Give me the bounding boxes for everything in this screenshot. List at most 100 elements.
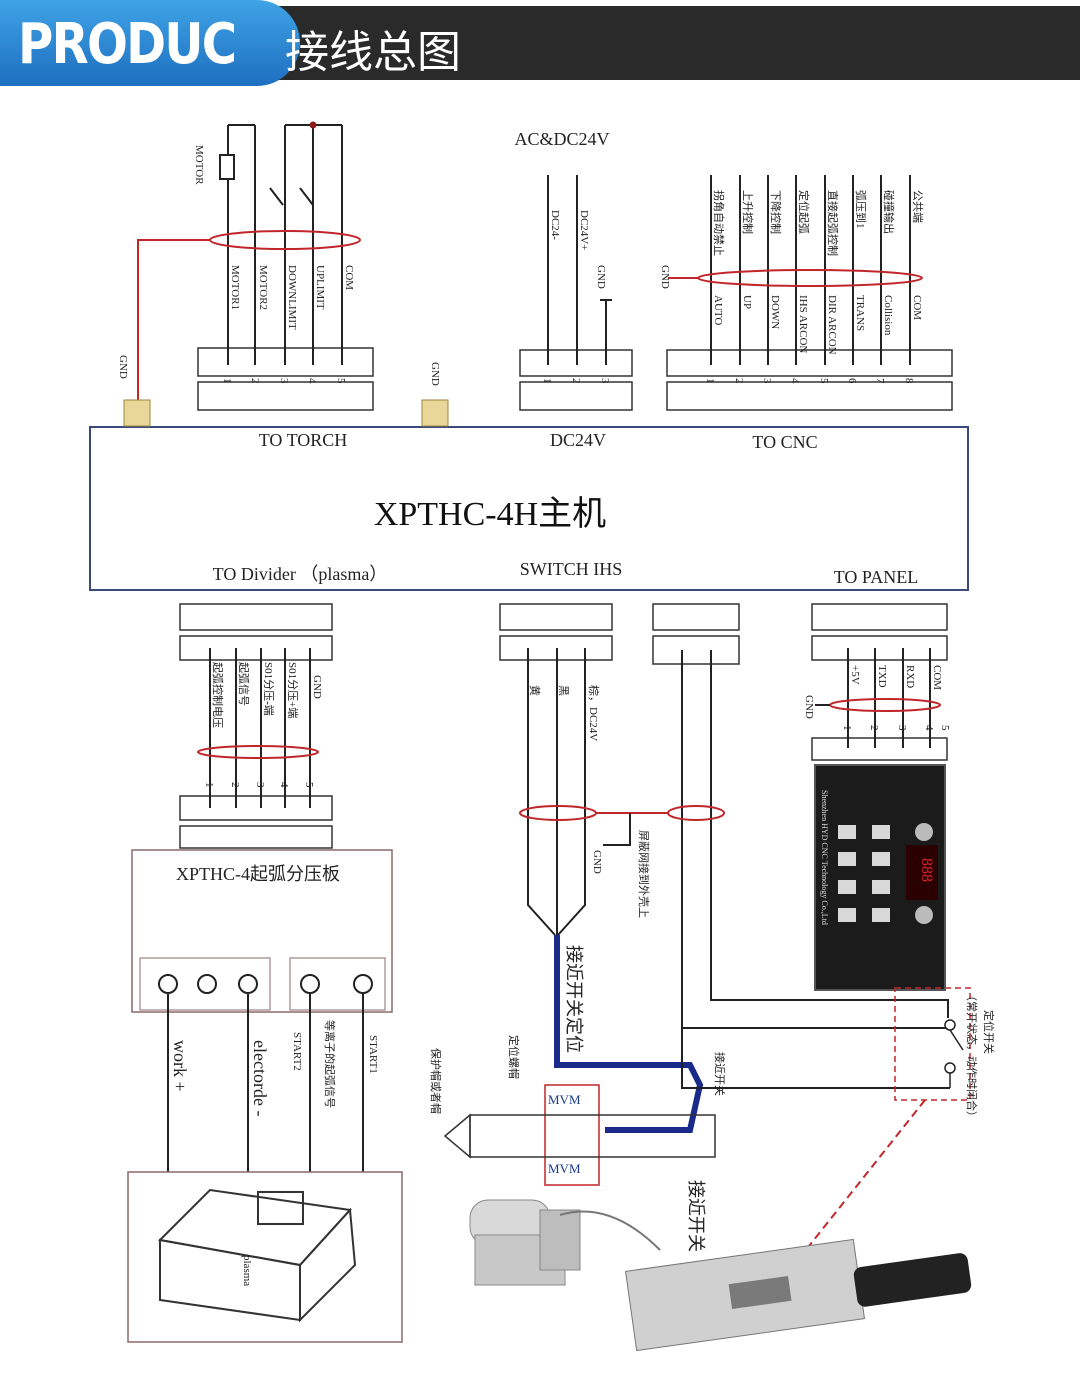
cnc-pin-1: 1 xyxy=(704,378,716,384)
locator-switch-note: （常开状态，动作时闭合） xyxy=(965,990,979,1122)
divider-wire-3: S01分压-端 xyxy=(262,662,275,716)
cnc-wire-1: AUTO xyxy=(712,295,724,325)
power-wire-label-2: DC24V+ xyxy=(578,210,590,250)
cnc-wire-3: DOWN xyxy=(769,295,781,329)
banner-dark-band xyxy=(200,6,1080,80)
divider-wire-5: GND xyxy=(311,675,323,699)
divider-pin-5: 5 xyxy=(303,782,315,788)
torch-lifter-sketch xyxy=(469,1199,972,1352)
panel-wire-4: COM xyxy=(931,665,943,690)
cnc-pin-8: 8 xyxy=(903,378,915,384)
power-pin-3: 3 xyxy=(599,378,611,384)
prox-switch-label: 接近开关 xyxy=(686,1180,706,1252)
torch-connector-group: MOTOR GND GND MOTOR1 MOTOR2 DOWNLIMIT UP… xyxy=(117,121,449,427)
cnc-func-3: 下降控制 xyxy=(769,190,783,234)
torch-wire-label-1: MOTOR1 xyxy=(229,265,241,310)
ihs-wire-2: 黑 xyxy=(557,685,570,696)
center-gnd-label: GND xyxy=(429,362,441,386)
divider-pin-3: 3 xyxy=(254,782,266,788)
cnc-func-1: 拐角自动禁止 xyxy=(712,190,726,256)
arc-signal-label: 等离子的起弧信号 xyxy=(323,1020,337,1108)
panel-display: 888 xyxy=(918,858,935,882)
cnc-func-4: 定位起弧 xyxy=(797,190,811,234)
torch-wire-label-4: UPLIMIT xyxy=(314,265,326,310)
torch-pin-4: 4 xyxy=(306,378,318,384)
port-power-label: DC24V xyxy=(550,430,606,450)
torch-wire-label-3: DOWNLIMIT xyxy=(286,265,298,330)
panel-wire-3: RXD xyxy=(904,665,916,688)
power-gnd-label: GND xyxy=(595,265,607,289)
cnc-wire-2: UP xyxy=(741,295,753,309)
locator-switch-box xyxy=(894,987,971,1101)
cnc-wire-8: COM xyxy=(911,295,923,320)
port-torch-label: TO TORCH xyxy=(259,430,348,450)
proximity-cable xyxy=(554,935,704,1133)
cnc-pin-6: 6 xyxy=(846,378,858,384)
ihs-group: 黄 黑 棕，DC24V GND 屏蔽网接到外壳上 接近开关定位 MVM MVM … xyxy=(429,603,949,1252)
power-wire-label-1: DC24- xyxy=(549,210,561,240)
cnc-wire-5: DIR ARCON xyxy=(826,295,838,355)
ihs-shield-note: 屏蔽网接到外壳上 xyxy=(637,830,651,918)
start1-label: START1 xyxy=(367,1035,379,1074)
cnc-func-5: 直接起弧控制 xyxy=(826,190,840,256)
port-cnc-label: TO CNC xyxy=(752,432,817,452)
cnc-pin-5: 5 xyxy=(818,378,830,384)
torch-gnd-terminal xyxy=(123,399,151,427)
power-connector-group: AC&DC24V DC24- DC24V+ GND 1 2 3 xyxy=(514,129,633,411)
panel-pin-1: 1 xyxy=(841,725,853,731)
power-pin-1: 1 xyxy=(541,378,553,384)
cnc-shield xyxy=(697,269,923,287)
locator-switch-label: 定位开关 xyxy=(982,1010,996,1054)
cnc-wire-4: IHS ARCON xyxy=(797,295,809,353)
cnc-pin-3: 3 xyxy=(761,378,773,384)
proximity-pos-label: 接近开关定位 xyxy=(564,945,584,1053)
divider-pin-4: 4 xyxy=(278,782,290,788)
plasma-label: plasma xyxy=(241,1255,253,1286)
power-supply-label: AC&DC24V xyxy=(514,129,609,149)
cnc-pin-7: 7 xyxy=(874,378,886,384)
main-unit-box xyxy=(89,426,969,591)
torch-pin-3: 3 xyxy=(278,378,290,384)
electrode-label: electorde - xyxy=(250,1040,270,1116)
torch-wire-label-2: MOTOR2 xyxy=(257,265,269,310)
center-gnd-terminal xyxy=(421,399,449,427)
panel-wire-2: TXD xyxy=(876,665,888,688)
ihs-wire-3: 棕，DC24V xyxy=(587,685,601,741)
port-ihs-label: SWITCH IHS xyxy=(520,559,623,579)
page-title: 接线总图 xyxy=(285,27,461,78)
start2-label: START2 xyxy=(291,1032,303,1071)
cnc-wire-6: TRANS xyxy=(854,295,866,331)
panel-pin-3: 3 xyxy=(896,725,908,731)
motor-symbol xyxy=(219,154,235,180)
torch-pin-5: 5 xyxy=(335,378,347,384)
cnc-connector-group: GND 拐角自动禁止 上升控制 下降控制 定位起弧 直接起弧控制 弧压到1 碰撞… xyxy=(659,175,953,411)
divider-board-title: XPTHC-4起弧分压板 xyxy=(176,864,340,884)
panel-pin-2: 2 xyxy=(868,725,880,731)
ihs-gnd-label: GND xyxy=(591,850,603,874)
brand-logo: PRODUC xyxy=(18,12,237,77)
port-divider-label: TO Divider （plasma） xyxy=(213,564,388,584)
panel-pin-5: 5 xyxy=(939,725,951,731)
cnc-func-7: 碰撞输出 xyxy=(882,190,896,234)
proximity-sensor-sketch: MVM MVM xyxy=(443,1084,716,1186)
torch-motor-label: MOTOR xyxy=(193,145,205,185)
protect-cap-label: 保护帽或者帽 xyxy=(429,1048,443,1114)
cnc-func-6: 弧压到1 xyxy=(854,190,868,229)
divider-pin-2: 2 xyxy=(229,782,241,788)
cnc-gnd-label: GND xyxy=(659,265,671,289)
divider-wire-2: 起弧信号 xyxy=(237,662,251,706)
divider-group: 起弧控制电压 起弧信号 S01分压-端 S01分压+端 GND 1 2 3 4 … xyxy=(127,603,403,1343)
ihs-wire-1: 黄 xyxy=(528,685,542,696)
cnc-pin-2: 2 xyxy=(733,378,745,384)
plasma-box xyxy=(127,1171,403,1343)
torch-shield-wire xyxy=(137,239,210,400)
cnc-pin-4: 4 xyxy=(789,378,801,384)
cnc-wire-7: Collision xyxy=(882,295,894,336)
cnc-func-2: 上升控制 xyxy=(741,190,755,234)
pos-ring-label: 定位螺帽 xyxy=(507,1035,521,1079)
divider-wire-4: S01分压+端 xyxy=(286,662,299,718)
main-unit-title: XPTHC-4H主机 xyxy=(374,495,606,533)
title-banner: PRODUC 接线总图 xyxy=(0,0,1080,86)
port-panel-label: TO PANEL xyxy=(834,567,919,587)
